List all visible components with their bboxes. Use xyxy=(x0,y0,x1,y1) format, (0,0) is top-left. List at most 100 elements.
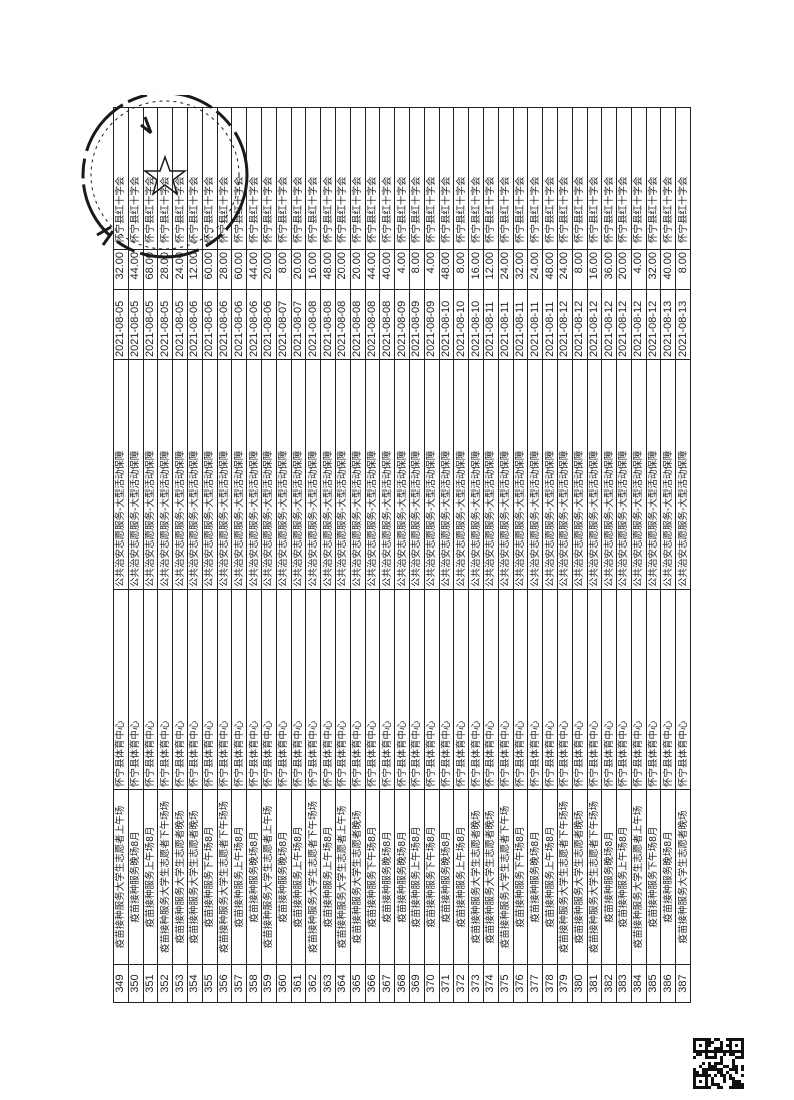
qr-module xyxy=(717,1086,720,1089)
activity-name: 疫苗接种服务上午场8月 xyxy=(291,789,306,965)
activity-name: 疫苗接种服务大学生志愿者晚场 xyxy=(172,789,188,965)
service-category: 公共治安志愿服务-大型活动保障 xyxy=(350,359,366,590)
qr-module xyxy=(741,1053,744,1056)
service-hours: 32.00 xyxy=(113,249,129,290)
service-hours: 20.00 xyxy=(335,249,351,290)
organizer: 怀宁县体育中心 xyxy=(143,589,158,790)
qr-module xyxy=(717,1050,720,1053)
organizer: 怀宁县体育中心 xyxy=(365,589,380,790)
qr-module xyxy=(726,1071,729,1074)
qr-module xyxy=(723,1053,726,1056)
verifier: 怀宁县红十字会 xyxy=(572,107,587,250)
verifier: 怀宁县红十字会 xyxy=(616,107,632,250)
row-number: 359 xyxy=(261,964,277,1003)
verifier: 怀宁县红十字会 xyxy=(483,107,499,250)
verifier: 怀宁县红十字会 xyxy=(660,107,676,250)
qr-module xyxy=(711,1083,714,1086)
service-category: 公共治安志愿服务-大型活动保障 xyxy=(542,359,558,590)
activity-name: 疫苗接种服务大学生志愿者晚场 xyxy=(187,789,203,965)
row-number: 361 xyxy=(291,964,306,1003)
qr-module xyxy=(732,1059,735,1062)
organizer: 怀宁县体育中心 xyxy=(660,589,676,790)
qr-module xyxy=(741,1038,744,1041)
service-date: 2021-08-08 xyxy=(379,289,395,360)
organizer: 怀宁县体育中心 xyxy=(542,589,558,790)
row-number: 353 xyxy=(172,964,188,1003)
service-hours: 28.00 xyxy=(157,249,173,290)
service-category: 公共治安志愿服务-大型活动保障 xyxy=(631,359,647,590)
qr-module xyxy=(735,1080,738,1083)
verifier: 怀宁县红十字会 xyxy=(542,107,558,250)
row-number: 358 xyxy=(246,964,262,1003)
service-category: 公共治安志愿服务-大型活动保障 xyxy=(394,359,410,590)
activity-name: 疫苗接种服务上午场8月 xyxy=(409,789,425,965)
row-number: 369 xyxy=(409,964,425,1003)
qr-module xyxy=(699,1038,702,1041)
organizer: 怀宁县体育中心 xyxy=(128,589,144,790)
qr-module xyxy=(732,1086,735,1089)
service-category: 公共治安志愿服务-大型活动保障 xyxy=(261,359,277,590)
activity-name: 疫苗接种服务大学生志愿者下午场场 xyxy=(157,789,173,965)
organizer: 怀宁县体育中心 xyxy=(646,589,661,790)
verifier: 怀宁县红十字会 xyxy=(498,107,514,250)
service-category: 公共治安志愿服务-大型活动保障 xyxy=(660,359,676,590)
activity-name: 疫苗接种服务上午场8月 xyxy=(542,789,558,965)
row-number: 385 xyxy=(646,964,661,1003)
qr-module xyxy=(705,1077,708,1080)
row-number: 364 xyxy=(335,964,351,1003)
organizer: 怀宁县体育中心 xyxy=(572,589,587,790)
verifier: 怀宁县红十字会 xyxy=(231,107,247,250)
qr-module xyxy=(726,1065,729,1068)
service-date: 2021-08-10 xyxy=(453,289,469,360)
service-hours: 8.00 xyxy=(276,249,292,290)
qr-module xyxy=(738,1050,741,1053)
qr-module xyxy=(702,1071,705,1074)
service-hours: 60.00 xyxy=(231,249,247,290)
qr-module xyxy=(711,1050,714,1053)
qr-module xyxy=(729,1047,732,1050)
verifier: 怀宁县红十字会 xyxy=(246,107,262,250)
service-hours: 16.00 xyxy=(468,249,484,290)
qr-module xyxy=(708,1044,711,1047)
organizer: 怀宁县体育中心 xyxy=(379,589,395,790)
qr-module xyxy=(702,1074,705,1077)
service-hours: 12.00 xyxy=(187,249,203,290)
qr-module xyxy=(717,1062,720,1065)
service-category: 公共治安志愿服务-大型活动保障 xyxy=(128,359,144,590)
verifier: 怀宁县红十字会 xyxy=(128,107,144,250)
qr-module xyxy=(702,1050,705,1053)
service-date: 2021-08-06 xyxy=(187,289,203,360)
row-number: 349 xyxy=(113,964,129,1003)
qr-module xyxy=(708,1056,711,1059)
qr-module xyxy=(735,1071,738,1074)
verifier: 怀宁县红十字会 xyxy=(157,107,173,250)
qr-module xyxy=(729,1077,732,1080)
service-hours: 24.00 xyxy=(557,249,573,290)
qr-module xyxy=(732,1062,735,1065)
qr-module xyxy=(732,1065,735,1068)
qr-module xyxy=(708,1038,711,1041)
verifier: 怀宁县红十字会 xyxy=(350,107,366,250)
qr-module xyxy=(741,1044,744,1047)
service-date: 2021-08-05 xyxy=(143,289,158,360)
qr-module xyxy=(702,1062,705,1065)
qr-module xyxy=(711,1077,714,1080)
service-date: 2021-08-09 xyxy=(424,289,440,360)
qr-module xyxy=(729,1038,732,1041)
qr-module xyxy=(711,1068,714,1071)
organizer: 怀宁县体育中心 xyxy=(335,589,351,790)
qr-module xyxy=(741,1065,744,1068)
activity-name: 疫苗接种服务上午场8月 xyxy=(231,789,247,965)
service-hours: 8.00 xyxy=(453,249,469,290)
